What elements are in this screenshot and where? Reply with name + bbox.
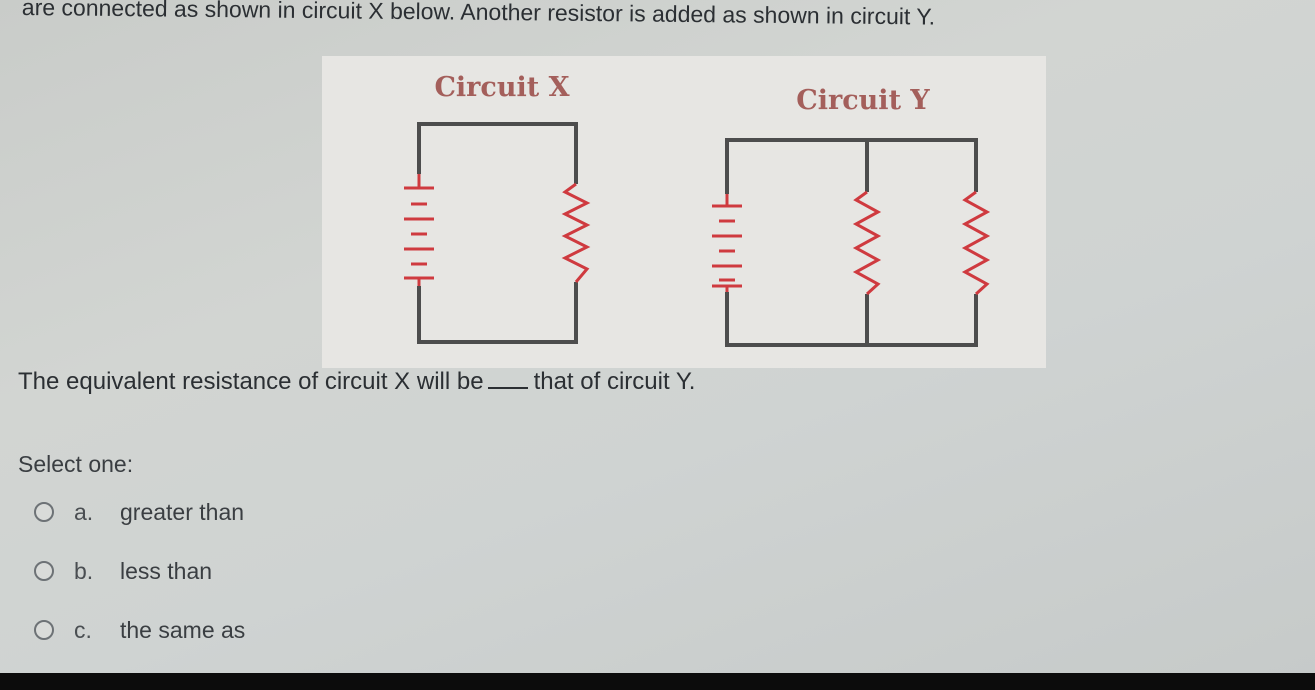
circuit-y-resistor-2 <box>961 190 991 296</box>
option-c[interactable]: c. the same as <box>34 614 245 646</box>
circuit-y-battery <box>712 194 742 292</box>
circuit-y-title: Circuit Y <box>796 85 930 116</box>
circuit-x-resistor <box>561 182 591 283</box>
question-intro-text: are connected as shown in circuit X belo… <box>21 0 936 30</box>
circuit-x-top-wire <box>417 122 578 184</box>
circuit-diagram: Circuit X Circuit Y <box>322 56 1046 368</box>
option-c-label[interactable]: the same as <box>120 616 246 643</box>
option-a-letter: a. <box>74 498 94 525</box>
option-a[interactable]: a. greater than <box>34 496 244 528</box>
option-c-letter: c. <box>74 616 92 643</box>
bottom-bar <box>0 673 1315 690</box>
radio-button-a[interactable] <box>34 502 54 522</box>
option-b-label[interactable]: less than <box>120 557 213 584</box>
question-text-after-blank: that of circuit Y. <box>533 368 696 395</box>
option-b-letter: b. <box>74 557 94 584</box>
question-text: The equivalent resistance of circuit X w… <box>18 368 695 396</box>
radio-button-c[interactable] <box>34 620 54 640</box>
circuit-x-title: Circuit X <box>434 72 569 103</box>
select-one-label: Select one: <box>18 451 134 477</box>
answer-blank <box>487 387 528 389</box>
circuit-y-top-wire <box>725 138 978 194</box>
option-b[interactable]: b. less than <box>34 555 212 587</box>
circuit-x <box>404 122 591 344</box>
radio-button-b[interactable] <box>34 561 54 581</box>
circuit-x-battery <box>404 174 434 286</box>
circuit-y-resistor-1 <box>852 190 882 296</box>
circuit-diagram-svg: Circuit X Circuit Y <box>404 72 991 347</box>
circuit-y <box>712 138 991 347</box>
question-text-before-blank: The equivalent resistance of circuit X w… <box>18 368 484 395</box>
circuit-y-bottom-wire <box>725 292 978 347</box>
circuit-x-bottom-wire <box>417 282 578 344</box>
option-a-label[interactable]: greater than <box>120 498 245 525</box>
